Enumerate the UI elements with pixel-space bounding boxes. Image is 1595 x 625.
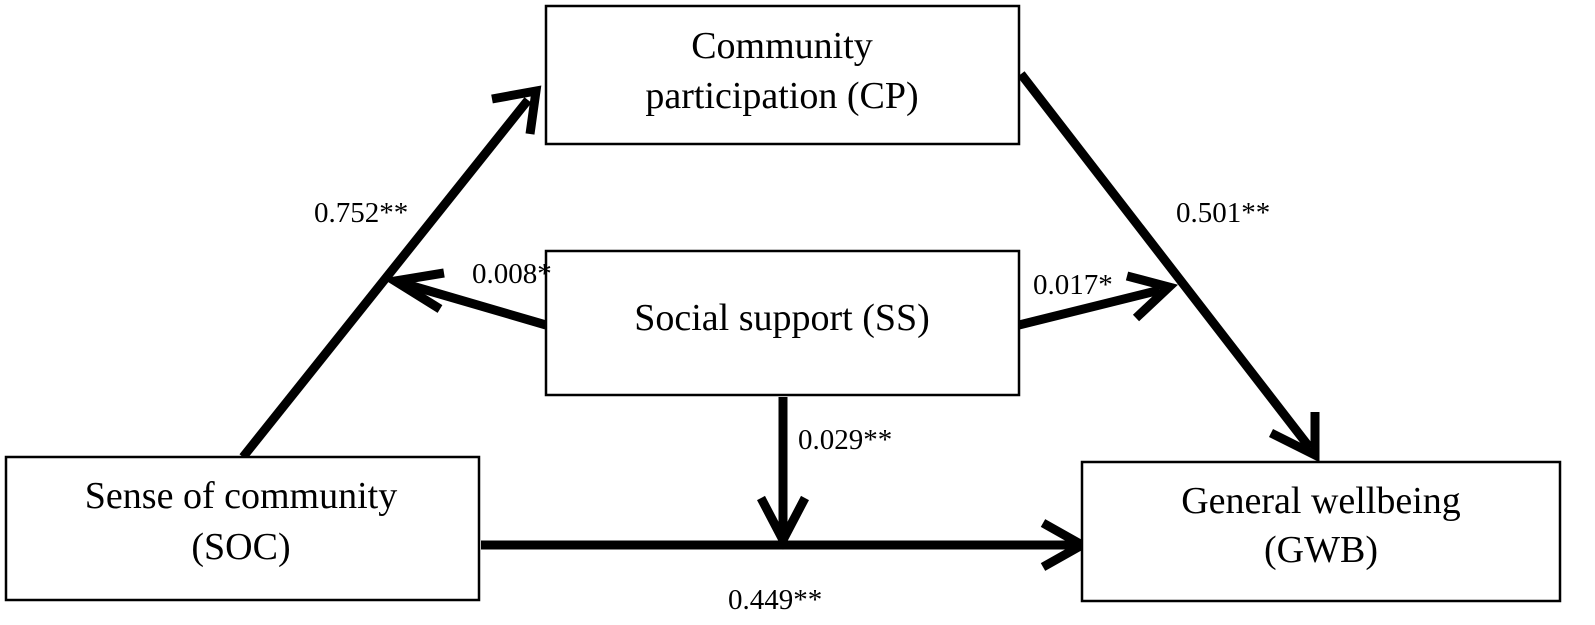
node-soc-line2: (SOC): [191, 526, 290, 568]
coef-soc-gwb: 0.449**: [728, 584, 822, 616]
coef-ss-right: 0.017*: [1033, 269, 1113, 301]
node-cp-line1: Community: [691, 25, 873, 67]
coef-ss-left: 0.008*: [472, 258, 552, 290]
node-gwb-line1: General wellbeing: [1181, 480, 1461, 522]
node-social-support: Social support (SS): [544, 249, 1021, 397]
edge-ss-to-soc-gwb-path: [757, 397, 809, 550]
node-general-wellbeing: General wellbeing (GWB): [1080, 460, 1562, 603]
node-soc-line1: Sense of community: [85, 475, 397, 517]
edge-ss-to-soc-cp-path: [382, 268, 548, 330]
node-sense-of-community: Sense of community (SOC): [4, 455, 481, 602]
coef-ss-down: 0.029**: [798, 424, 892, 456]
coef-soc-cp: 0.752**: [314, 197, 408, 229]
edge-cp-to-gwb: [1017, 71, 1320, 463]
coef-cp-gwb: 0.501**: [1176, 197, 1270, 229]
edge-ss-to-cp-gwb-path: [1017, 271, 1179, 330]
node-gwb-line2: (GWB): [1264, 529, 1378, 571]
node-community-participation: Community participation (CP): [544, 4, 1021, 146]
node-cp-line2: participation (CP): [645, 75, 918, 117]
node-ss-line1: Social support (SS): [634, 297, 930, 339]
